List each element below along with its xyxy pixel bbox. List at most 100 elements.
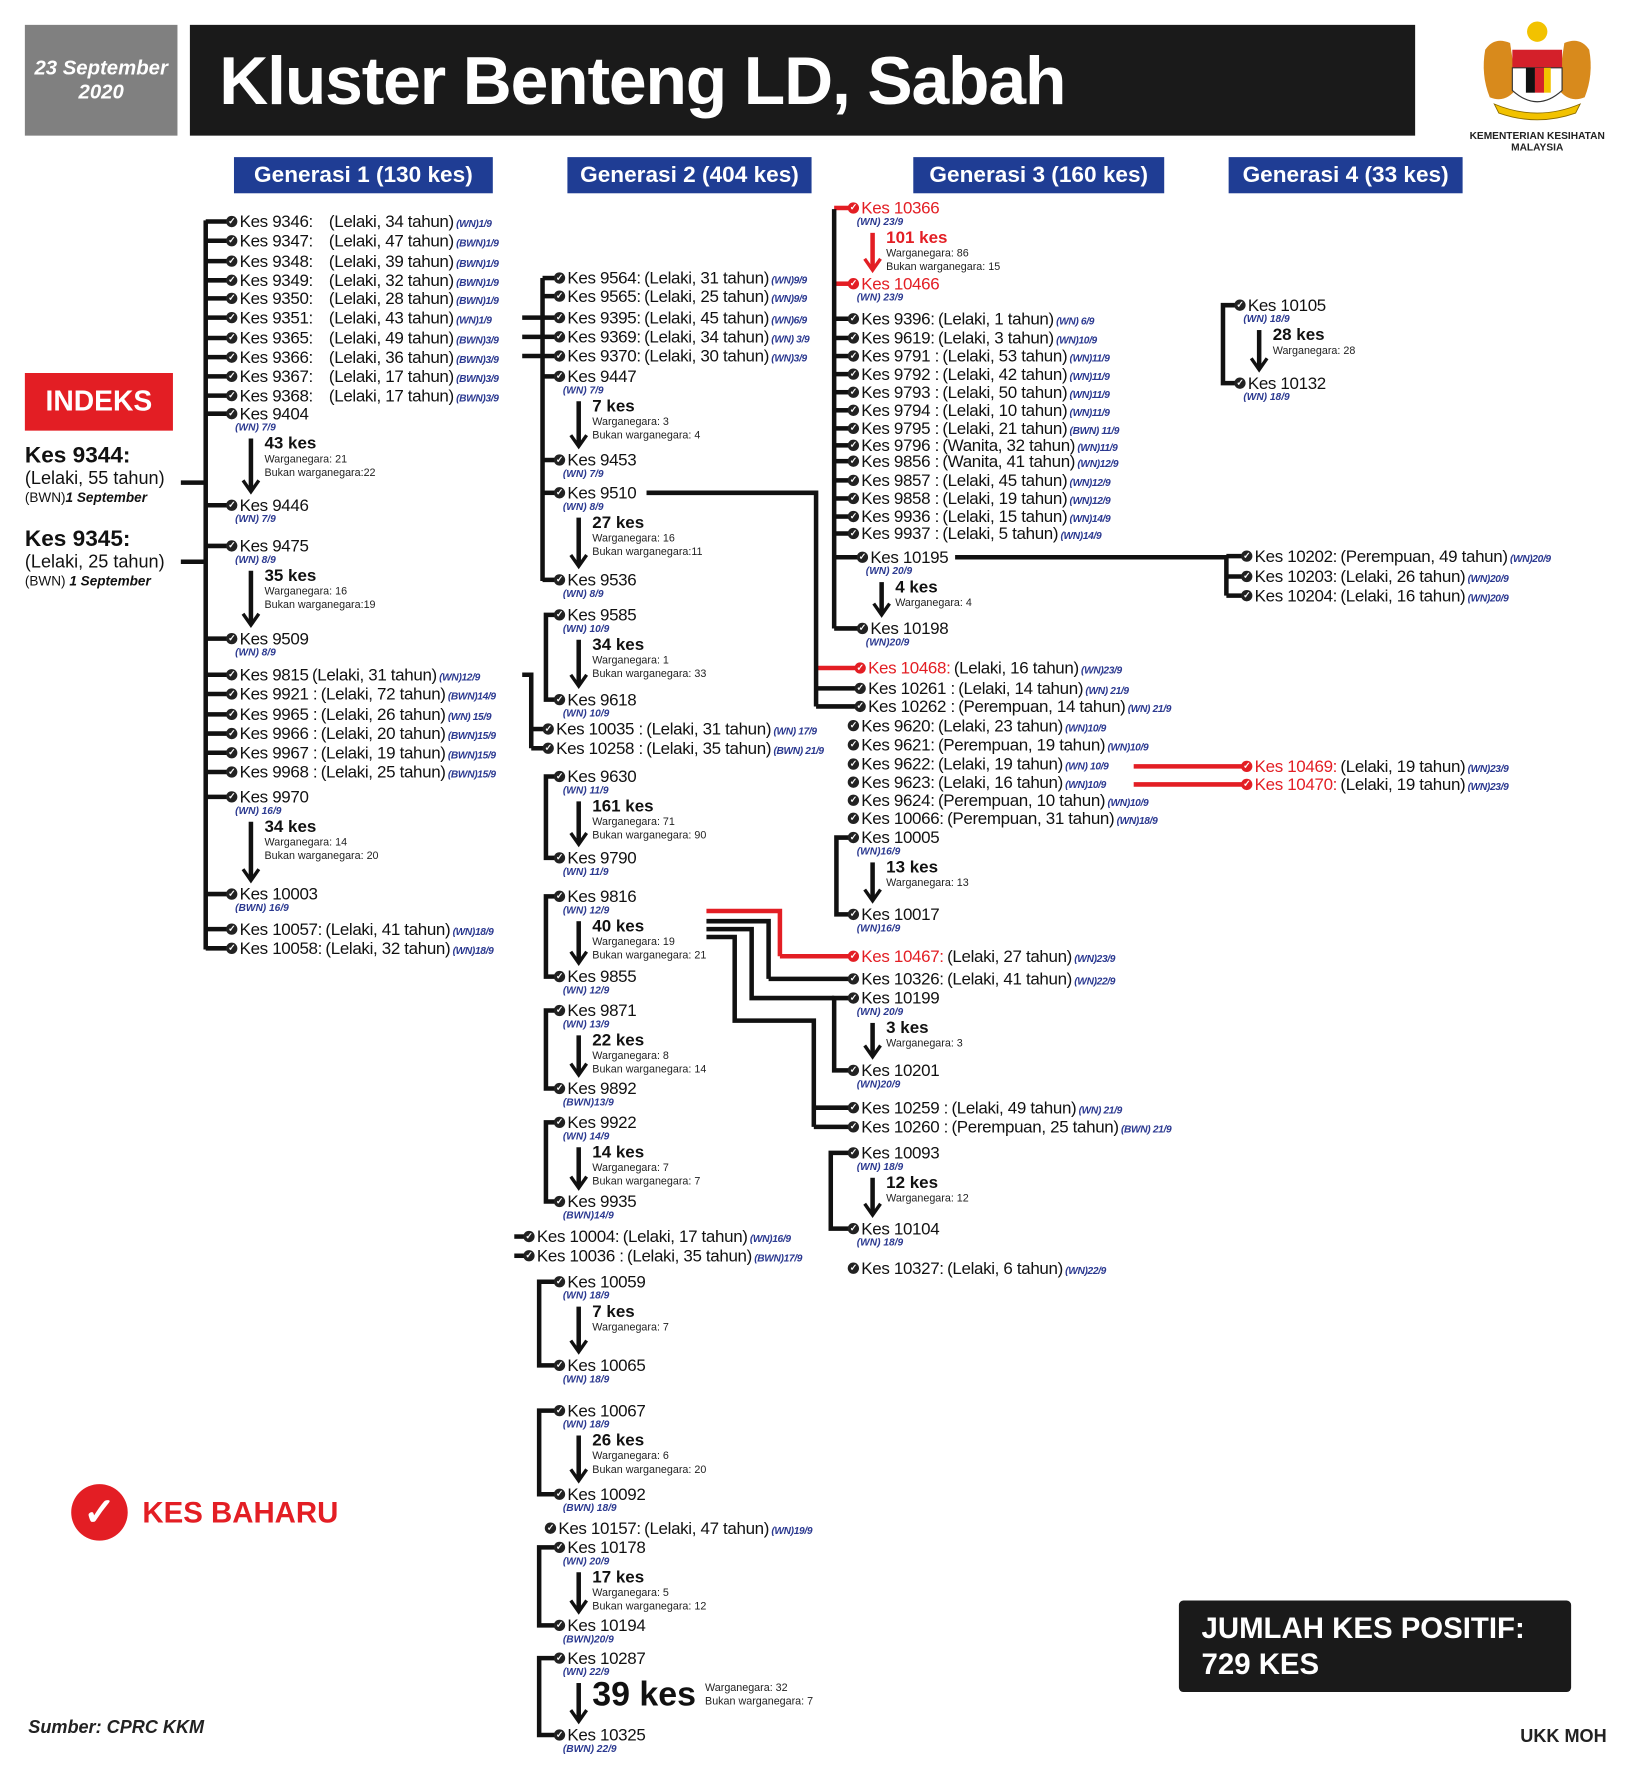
case-tag: (BWN) 21/9 [773, 744, 824, 757]
connector-9816 [706, 918, 771, 979]
case-id: Kes 9348: [239, 251, 314, 271]
check-icon: ✓ [226, 747, 238, 759]
new-case-check-icon: ✓ [1241, 778, 1253, 791]
case-id: Kes 10066: [861, 808, 944, 828]
case-detail: (Wanita, 32 tahun) [942, 435, 1076, 455]
new-case-check-icon: ✓ [854, 662, 866, 674]
case-tag: (WN) 22/9 [562, 1666, 610, 1678]
case-id: Kes 9404 [239, 404, 309, 424]
case-detail: (Lelaki, 21 tahun) [942, 418, 1068, 438]
case-id: Kes 10195 [870, 547, 949, 567]
case-detail: (Lelaki, 45 tahun) [644, 308, 770, 328]
case-tag: (WN)16/9 [749, 1233, 791, 1245]
case-tag: (WN) 18/9 [1243, 313, 1290, 325]
case-tag: (WN) 21/9 [1085, 684, 1129, 697]
index-case-nationality: (BWN) [24, 489, 66, 506]
case-tag: (WN) 18/9 [856, 1160, 904, 1173]
case-tag: (WN) 18/9 [856, 1236, 904, 1248]
case-detail: (Perempuan, 19 tahun) [937, 735, 1106, 755]
case-tag: (WN)11/9 [1069, 406, 1110, 419]
case-id: Kes 10178 [567, 1537, 646, 1557]
case-detail: (Lelaki, 16 tahun) [937, 772, 1063, 792]
case-tag: (WN)19/9 [771, 1524, 813, 1537]
case-node: ✓Kes 9620:(Lelaki, 23 tahun)(WN)10/9 [847, 714, 1106, 737]
case-tag: (BWN) 21/9 [1120, 1123, 1172, 1135]
chain-bracket [834, 835, 853, 917]
index-case-date: 1 September [65, 489, 147, 506]
case-id: Kes 9858 : [861, 488, 939, 509]
count-breakdown-line: Warganegara: 19 [592, 935, 675, 949]
case-node: ✓Kes 10203:(Lelaki, 26 tahun)(WN)20/9 [1241, 565, 1509, 588]
case-tag: (WN) 14/9 [562, 1130, 610, 1142]
case-tag: (WN) 18/9 [562, 1373, 610, 1385]
chain-bracket [1220, 302, 1239, 386]
count-breakdown-line: Warganegara: 32 [705, 1681, 788, 1695]
case-id: Kes 9892 [567, 1078, 637, 1099]
case-node: ✓Kes 10366 [847, 197, 940, 220]
count-breakdown: Warganegara: 12 [886, 1192, 969, 1206]
check-icon: ✓ [847, 404, 860, 416]
case-tag: (BWN)15/9 [447, 749, 496, 761]
case-id: Kes 10201 [861, 1060, 940, 1081]
case-tag: (WN) 11/9 [562, 865, 609, 878]
case-tag: (WN) 21/9 [1078, 1104, 1123, 1116]
arrow-down-icon [241, 612, 261, 629]
chain-bracket [831, 995, 853, 1073]
case-node: ✓Kes 9510 [553, 482, 637, 505]
arrow-down-icon [863, 888, 882, 904]
case-id: Kes 9794 : [861, 400, 939, 420]
case-detail: (Lelaki, 31 tahun) [646, 719, 772, 739]
count-value: 101 kes [886, 228, 948, 248]
case-tag: (WN) 11/9 [562, 784, 609, 796]
case-tag: (WN) 18/9 [562, 1289, 610, 1301]
case-detail: (Lelaki, 42 tahun) [942, 364, 1068, 384]
count-value: 13 kes [886, 857, 939, 878]
case-id: Kes 9565: [567, 286, 641, 306]
case-id: Kes 10093 [861, 1143, 940, 1163]
check-icon: ✓ [553, 1404, 566, 1417]
case-id: Kes 10057: [239, 919, 323, 939]
date-line2: 2020 [78, 80, 124, 103]
case-detail: (Lelaki, 16 tahun) [1340, 586, 1466, 606]
connector-9816 [706, 926, 835, 1001]
check-icon: ✓ [847, 313, 860, 325]
count-value: 35 kes [264, 566, 317, 586]
check-icon: ✓ [226, 370, 238, 383]
case-tag: (WN)14/9 [1060, 530, 1102, 542]
case-detail: (Lelaki, 47 tahun) [328, 231, 454, 251]
case-detail: (Lelaki, 43 tahun) [328, 308, 454, 328]
arrow-down-icon [569, 1599, 589, 1615]
index-case-nationality: (BWN) [24, 573, 66, 589]
case-tag: (WN)16/9 [856, 922, 901, 934]
case-tag: (BWN)1/9 [456, 276, 499, 289]
case-tag: (WN)9/9 [771, 274, 807, 286]
count-breakdown-line: Warganegara: 3 [886, 1037, 963, 1051]
case-tag: (WN) 8/9 [235, 553, 276, 566]
check-icon: ✓ [553, 1488, 566, 1500]
connector-9815 [522, 672, 534, 749]
case-id: Kes 10261 : [868, 678, 955, 698]
case-tag: (WN)20/9 [1509, 552, 1551, 565]
case-node: ✓Kes 9970 [226, 786, 309, 809]
arrow-down-icon [569, 950, 589, 966]
case-id: Kes 9935 [567, 1191, 637, 1212]
index-case-detail: (Lelaki, 25 tahun) [24, 552, 165, 572]
title-bar: Kluster Benteng LD, Sabah [189, 24, 1416, 136]
check-icon: ✓ [553, 574, 566, 586]
arrow-down-icon [569, 673, 589, 690]
case-tag: (WN)10/9 [1065, 722, 1106, 734]
count-breakdown-line: Warganegara: 12 [886, 1192, 969, 1205]
case-id: Kes 10470: [1254, 774, 1338, 795]
case-node: ✓Kes 9793 :(Lelaki, 50 tahun)(WN)11/9 [847, 381, 1110, 404]
check-icon: ✓ [847, 1102, 860, 1114]
case-id: Kes 9965 : [239, 704, 318, 724]
arrow-down-icon [241, 868, 261, 884]
